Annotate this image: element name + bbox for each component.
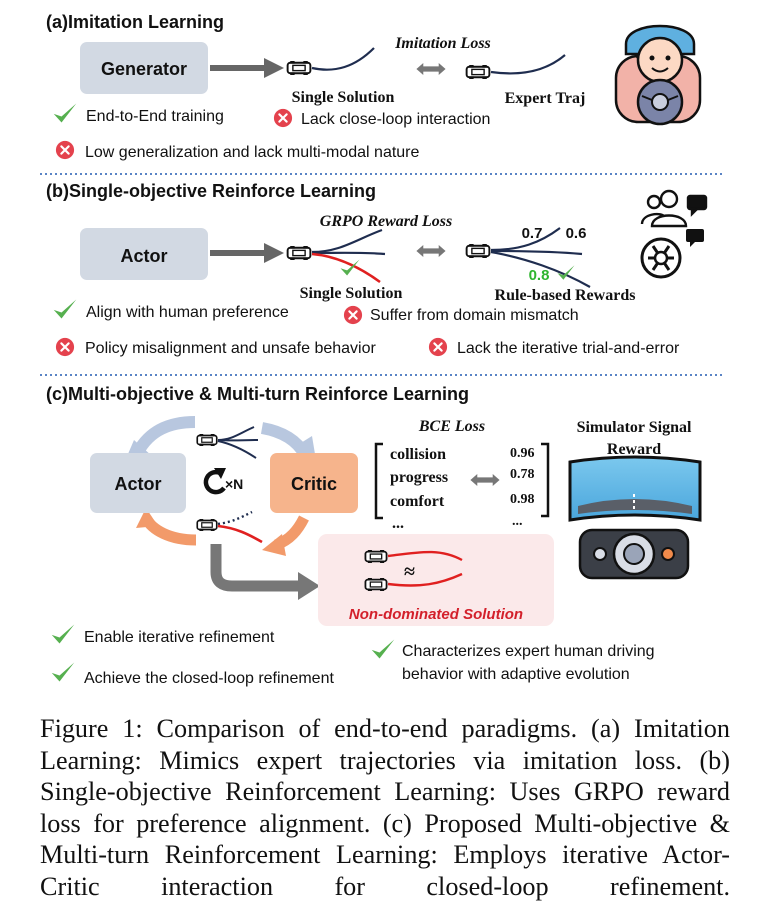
iterations-label: ×N [225, 476, 243, 492]
b-con-2: Policy misalignment and unsafe behavior [85, 340, 377, 357]
section-a-title: (a)Imitation Learning [46, 12, 224, 32]
objectives-left-bracket [374, 442, 383, 520]
con-cross-icon [343, 305, 363, 325]
ego-car-icon [364, 578, 388, 591]
trajectory-selected [311, 252, 381, 284]
human-driver-icon [614, 24, 702, 126]
trajectory-middle [311, 251, 386, 256]
refined-trajectory-dotted [217, 510, 253, 526]
generator-label: Generator [101, 59, 187, 79]
c-pro-3-line1: Characterizes expert human driving [402, 643, 655, 660]
ego-car-icon [286, 61, 312, 75]
refined-trajectory-red [217, 524, 263, 544]
actor-box-c [90, 453, 186, 513]
rule-based-rewards-label: Rule-based Rewards [495, 287, 636, 304]
candidate-upper [490, 227, 561, 252]
cycle-arrow-top-left [132, 416, 196, 456]
ego-car-icon [286, 246, 312, 260]
double-arrow-icon [416, 245, 446, 257]
score-ellipsis: ... [512, 514, 523, 529]
non-dominated-label: Non-dominated Solution [349, 606, 523, 623]
reward-value: 0.7 [522, 225, 543, 242]
candidate-lower [490, 250, 591, 288]
bce-loss-label: BCE Loss [418, 418, 485, 435]
double-arrow-icon [416, 63, 446, 75]
double-arrow-icon [470, 474, 500, 486]
pro-check-icon [371, 639, 395, 659]
score-collision: 0.96 [510, 446, 535, 461]
grpo-loss-label: GRPO Reward Loss [320, 213, 452, 230]
expert-car-icon [465, 65, 491, 79]
generator-box [80, 42, 208, 94]
objective-ellipsis: ... [392, 515, 404, 532]
con-cross-icon [55, 140, 75, 160]
a-con-2: Low generalization and lack multi-modal … [85, 144, 420, 161]
chatgpt-logo-icon [640, 229, 704, 279]
simulator-screen-icon [568, 455, 702, 522]
c-pro-3-line2: behavior with adaptive evolution [402, 666, 630, 683]
reward-value-best: 0.8 [529, 267, 550, 284]
cycle-arrow-top-right [260, 422, 311, 459]
iterate-icon [203, 469, 226, 495]
score-comfort: 0.98 [510, 492, 535, 507]
output-elbow-arrow [210, 544, 300, 592]
a-pro-1: End-to-End training [86, 108, 224, 125]
single-trajectory [311, 47, 375, 71]
objective-comfort: comfort [390, 493, 445, 510]
pro-check-icon [51, 624, 75, 644]
non-dominated-traj-lower [387, 572, 463, 587]
steering-wheel-icon [578, 528, 690, 580]
candidate-middle [490, 249, 583, 256]
con-cross-icon [273, 108, 293, 128]
pro-check-icon [53, 103, 77, 123]
ego-car-icon [196, 519, 218, 531]
actor-label-b: Actor [120, 246, 167, 266]
section-c-title: (c)Multi-objective & Multi-turn Reinforc… [46, 384, 469, 404]
actor-label-c: Actor [114, 474, 161, 494]
human-users-icon [640, 189, 708, 228]
trajectory-upper [311, 228, 383, 254]
approx-symbol: ≈ [404, 561, 415, 583]
con-cross-icon [428, 337, 448, 357]
b-con-3: Lack the iterative trial-and-error [457, 340, 680, 357]
score-progress: 0.78 [510, 467, 535, 482]
c-pro-1: Enable iterative refinement [84, 629, 275, 646]
c-pro-2: Achieve the closed-loop refinement [84, 670, 334, 687]
simulator-signal-label: Simulator Signal [577, 419, 692, 436]
objective-collision: collision [390, 446, 446, 463]
imitation-loss-label: Imitation Loss [394, 35, 491, 52]
critic-label: Critic [291, 474, 337, 494]
cycle-trajectory-lower [217, 440, 257, 459]
objective-progress: progress [390, 469, 448, 486]
single-solution-label: Single Solution [300, 285, 403, 302]
figure-diagram: (a)Imitation Learning Generator Imitatio… [40, 12, 722, 687]
single-solution-label: Single Solution [292, 89, 395, 106]
b-pro-1: Align with human preference [86, 304, 289, 321]
pro-check-icon [53, 299, 77, 319]
reward-value: 0.6 [566, 225, 587, 242]
ego-car-icon [196, 434, 218, 446]
expert-trajectory [490, 54, 566, 75]
ego-car-icon [364, 550, 388, 563]
con-cross-icon [55, 337, 75, 357]
cycle-trajectory-upper [217, 426, 255, 441]
non-dominated-traj-upper [387, 550, 463, 562]
pro-check-icon [51, 662, 75, 682]
actor-box-b [80, 228, 208, 280]
a-con-1: Lack close-loop interaction [301, 111, 490, 128]
ego-car-icon [465, 244, 491, 258]
simulator-reward-label: Reward [607, 441, 661, 458]
figure-caption: Figure 1: Comparison of end-to-end parad… [40, 714, 730, 901]
b-con-1: Suffer from domain mismatch [370, 307, 579, 324]
critic-box [270, 453, 358, 513]
expert-traj-label: Expert Traj [505, 90, 586, 107]
section-b-title: (b)Single-objective Reinforce Learning [46, 181, 376, 201]
scores-right-bracket [541, 442, 550, 518]
